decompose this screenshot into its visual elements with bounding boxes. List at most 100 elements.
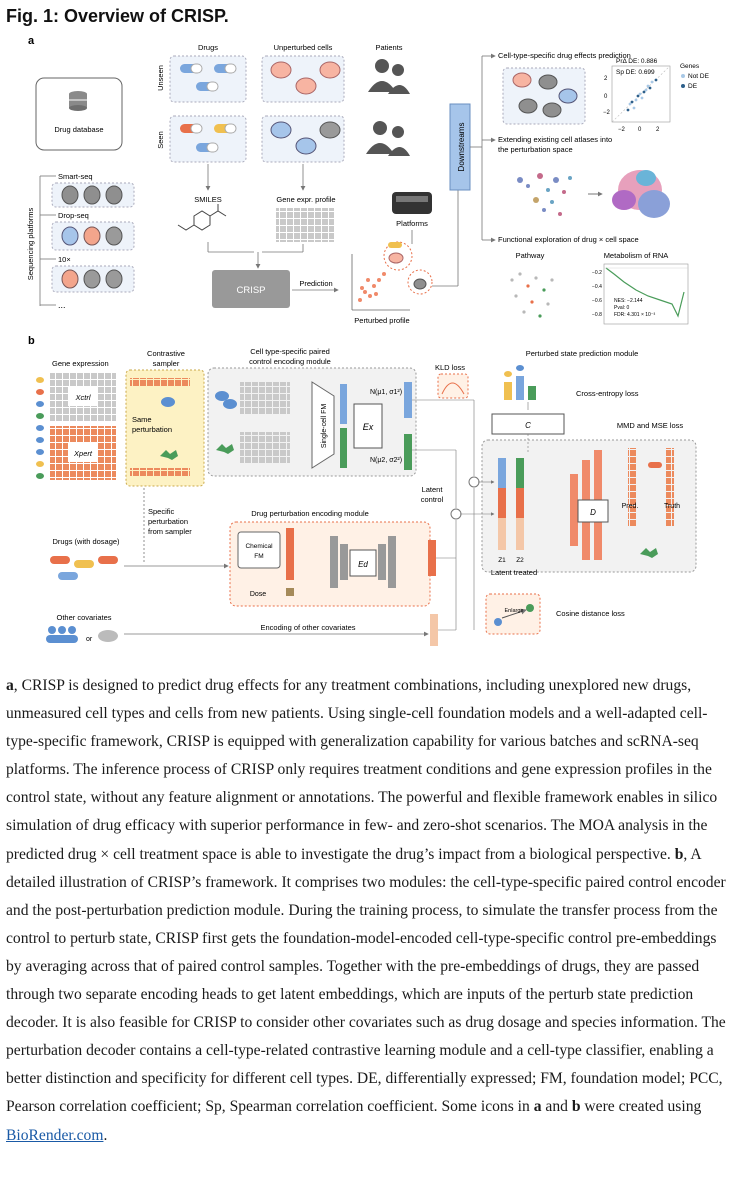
green-cell-icon — [640, 548, 658, 558]
latent-control-1: Latent — [422, 485, 444, 494]
row-seen: Seen — [156, 131, 165, 149]
fdr-label: FDR: 4.301 × 10⁻³ — [614, 312, 655, 318]
pill-icon — [388, 242, 402, 248]
legend-de: DE — [688, 83, 698, 90]
tick-x-neg2: −2 — [618, 127, 626, 133]
caption-and: and — [541, 1098, 572, 1116]
pathway-network — [510, 272, 554, 318]
tick-0: 0 — [604, 94, 608, 100]
figure-title: Fig. 1: Overview of CRISP. — [6, 6, 229, 26]
unseen-drugs-box — [169, 55, 247, 103]
umap-large — [612, 170, 670, 218]
ex-encoder — [353, 403, 383, 449]
drug-database-label: Drug database — [54, 125, 103, 134]
ds1-label: Cell-type-specific drug effects predicti… — [498, 51, 631, 60]
genes-legend-title: Genes — [680, 63, 700, 70]
tick-neg2: −2 — [603, 110, 611, 116]
classifier-bars — [504, 365, 536, 400]
n2-label: N(μ2, σ2²) — [370, 457, 402, 464]
decoder-d — [577, 499, 609, 523]
encoding-other-label: Encoding of other covariates — [260, 623, 355, 632]
gene-matrix — [276, 208, 334, 242]
platforms-label: Platforms — [396, 219, 428, 228]
specific-2: perturbation — [148, 517, 188, 526]
green-cell-icon — [160, 450, 178, 460]
same-perturbation-1: Same — [132, 415, 152, 424]
biorender-link[interactable]: BioRender.com — [6, 1126, 104, 1144]
cell-types-column — [36, 377, 44, 479]
ex-label: Ex — [363, 422, 374, 432]
gsea-tick-3: −0.6 — [592, 298, 602, 304]
col-unperturbed: Unperturbed cells — [274, 43, 333, 52]
pathway-label: Pathway — [516, 251, 545, 260]
gsea-curve — [605, 267, 685, 318]
ds3-label: Functional exploration of drug × cell sp… — [498, 235, 639, 244]
figure-diagram: a Drug database Sequencing platforms Sma… — [26, 35, 710, 646]
dose-label: Dose — [250, 591, 266, 598]
chemical-fm-2: FM — [254, 553, 263, 560]
scatter-dots-notde — [628, 80, 654, 110]
pill-icon — [98, 556, 118, 564]
drug-module-label: Drug perturbation encoding module — [251, 509, 369, 518]
scatter-dots-de — [626, 78, 658, 112]
gsea-tick-1: −0.2 — [592, 270, 602, 276]
tick-2: 2 — [604, 76, 608, 82]
smart-seq-label: Smart-seq — [58, 172, 93, 181]
ed-encoder — [349, 549, 377, 577]
mmd-label: MMD and MSE loss — [617, 421, 684, 430]
contrastive-label-1: Contrastive — [147, 349, 185, 358]
downstreams-label: Downstreams — [457, 123, 466, 172]
panel-a-label: a — [28, 35, 35, 47]
col-patients: Patients — [375, 43, 402, 52]
caption-text-3: were created using — [580, 1098, 702, 1116]
latent-treated-label: Latent treated — [491, 568, 537, 577]
latent-control-2: control — [421, 495, 444, 504]
paired-module-label-1: Cell type-specific paired — [250, 347, 330, 356]
specific-1: Specific — [148, 507, 175, 516]
perturbed-module-label: Perturbed state prediction module — [526, 349, 639, 358]
pred-label: Pred. — [622, 503, 639, 510]
cross-entropy-label: Cross-entropy loss — [576, 389, 639, 398]
prediction-label: Prediction — [299, 279, 332, 288]
caption-period: . — [103, 1126, 108, 1144]
single-cell-fm-label: Single-cell FM — [321, 404, 328, 449]
plus-node — [450, 508, 462, 520]
crisp-box — [212, 270, 290, 308]
patients-icon — [366, 59, 410, 156]
z1-label: Z1 — [498, 557, 506, 564]
col-drugs: Drugs — [198, 43, 218, 52]
pill-icon — [196, 81, 219, 92]
xctrl-label: Xctrl — [75, 393, 91, 402]
pr-de-label: PrΔ DE: 0.886 — [616, 58, 658, 65]
panel-b-label: b — [28, 335, 35, 347]
database-icon — [69, 91, 87, 111]
caption-text-2: , A detailed illustration of CRISP’s fra… — [6, 845, 726, 1116]
tick-x-0: 0 — [638, 127, 642, 133]
single-cell-fm — [311, 381, 335, 469]
pill-icon — [180, 63, 203, 74]
molecule-icon — [177, 204, 227, 231]
nes-label: NES: −2.144 — [614, 298, 643, 304]
drug-database-box — [35, 77, 123, 151]
chemical-fm-box — [237, 531, 281, 569]
gene-expr-label: Gene expr. profile — [276, 195, 335, 204]
row-unseen: Unseen — [156, 65, 165, 91]
drop-seq-label: Drop-seq — [58, 211, 89, 220]
pill-icon — [214, 63, 237, 74]
seen-drugs-box — [169, 115, 247, 163]
drugs-dosage-label: Drugs (with dosage) — [52, 537, 120, 546]
ds2-label-1: Extending existing cell atlases into — [498, 135, 612, 144]
pill-icon — [50, 556, 70, 564]
ds2-label-2: the perturbation space — [498, 145, 573, 154]
gene-expression-label: Gene expression — [52, 359, 109, 368]
tick-x-2: 2 — [656, 127, 660, 133]
sequencer-icon — [392, 192, 432, 214]
pval-label: Pval: 0 — [614, 305, 630, 311]
smiles-label: SMILES — [194, 195, 222, 204]
n1-label: N(μ1, σ1²) — [370, 389, 402, 396]
perturbed-profile-label: Perturbed profile — [354, 316, 409, 325]
plus-node — [468, 476, 480, 488]
caption-a-label: a — [6, 677, 14, 694]
kld-label: KLD loss — [435, 363, 465, 372]
caption-b-ref: b — [571, 1098, 581, 1116]
